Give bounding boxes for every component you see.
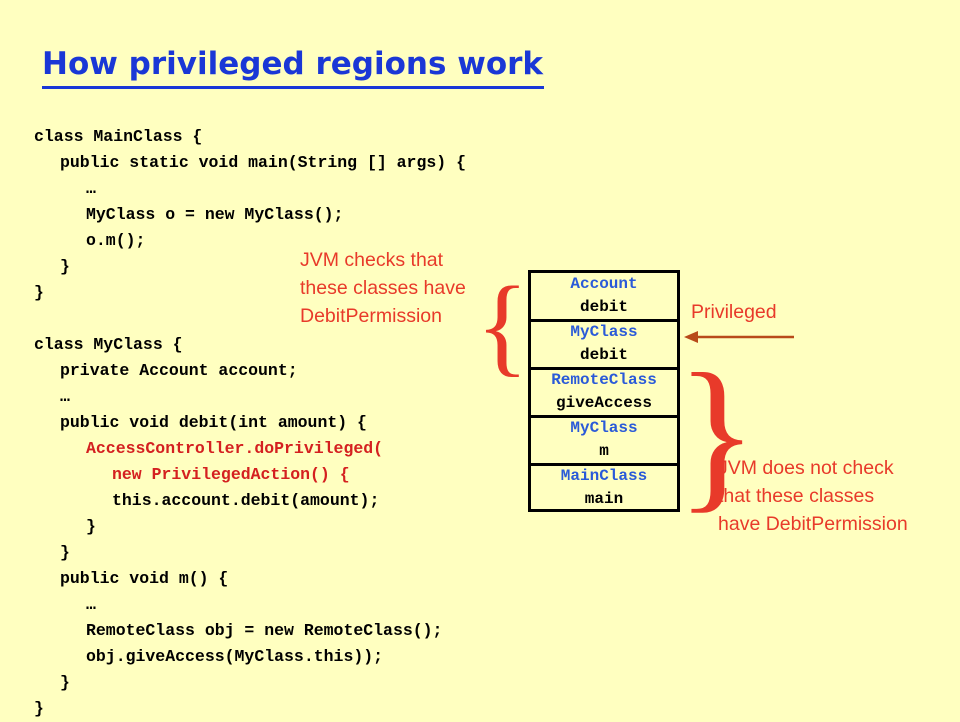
checks-line: JVM checks that	[300, 249, 444, 271]
frame-method-name: m	[599, 442, 609, 460]
slide-title: How privileged regions work	[42, 46, 544, 82]
code-line: public void m() {	[60, 569, 229, 588]
code-line: RemoteClass obj = new RemoteClass();	[86, 621, 443, 640]
code-line: }	[60, 543, 70, 562]
checks-line: these classes have	[300, 277, 466, 299]
frame-divider	[531, 463, 677, 466]
no-check-line: JVM does not check	[718, 457, 894, 479]
privileged-label: Privileged	[691, 301, 777, 323]
frame-method-name: main	[584, 490, 624, 508]
stack-frame: RemoteClass giveAccess	[531, 369, 677, 416]
code-line: …	[60, 387, 70, 406]
checks-annotation: JVM checks that these classes have Debit…	[300, 246, 466, 330]
upper-brace: {	[476, 264, 529, 386]
frame-class-name: RemoteClass	[551, 371, 657, 389]
no-check-line: that these classes	[718, 485, 875, 507]
privileged-arrowhead	[684, 331, 698, 343]
code-line: class MainClass {	[34, 127, 203, 146]
no-check-annotation: JVM does not check that these classes ha…	[718, 454, 908, 538]
code-line: public static void main(String [] args) …	[60, 153, 466, 172]
code-line: }	[86, 517, 96, 536]
code-line: …	[86, 595, 96, 614]
title-underline	[42, 86, 544, 89]
code-line: }	[34, 699, 44, 718]
no-check-line: have DebitPermission	[718, 513, 908, 535]
frame-divider	[531, 367, 677, 370]
code-line: class MyClass {	[34, 335, 183, 354]
frame-class-name: MainClass	[560, 467, 648, 485]
code-line: …	[86, 179, 96, 198]
stack-frame: MyClass m	[531, 417, 677, 464]
code-line: }	[60, 673, 70, 692]
stack-frame: MyClass debit	[531, 321, 677, 368]
frame-class-name: MyClass	[570, 419, 638, 437]
frame-method-name: debit	[579, 298, 628, 316]
frame-method-name: giveAccess	[555, 394, 652, 412]
checks-line: DebitPermission	[300, 305, 442, 327]
code-line: obj.giveAccess(MyClass.this));	[86, 647, 384, 666]
code-line: AccessController.doPrivileged(	[86, 439, 384, 458]
code-line: private Account account;	[60, 361, 298, 380]
code-line: public void debit(int amount) {	[60, 413, 367, 432]
frame-divider	[531, 319, 677, 322]
frame-divider	[531, 415, 677, 418]
code-line: }	[60, 257, 70, 276]
frame-class-name: Account	[570, 275, 638, 293]
code-line: MyClass o = new MyClass();	[86, 205, 344, 224]
code-line: o.m();	[86, 231, 146, 250]
frame-class-name: MyClass	[570, 323, 638, 341]
code-line: }	[34, 283, 44, 302]
stack-frame: MainClass main	[531, 465, 677, 512]
code-line: new PrivilegedAction() {	[112, 465, 350, 484]
frame-method-name: debit	[579, 346, 628, 364]
code-line: this.account.debit(amount);	[112, 491, 380, 510]
lower-brace: }	[676, 339, 758, 527]
stack-frame: Account debit	[531, 273, 677, 320]
